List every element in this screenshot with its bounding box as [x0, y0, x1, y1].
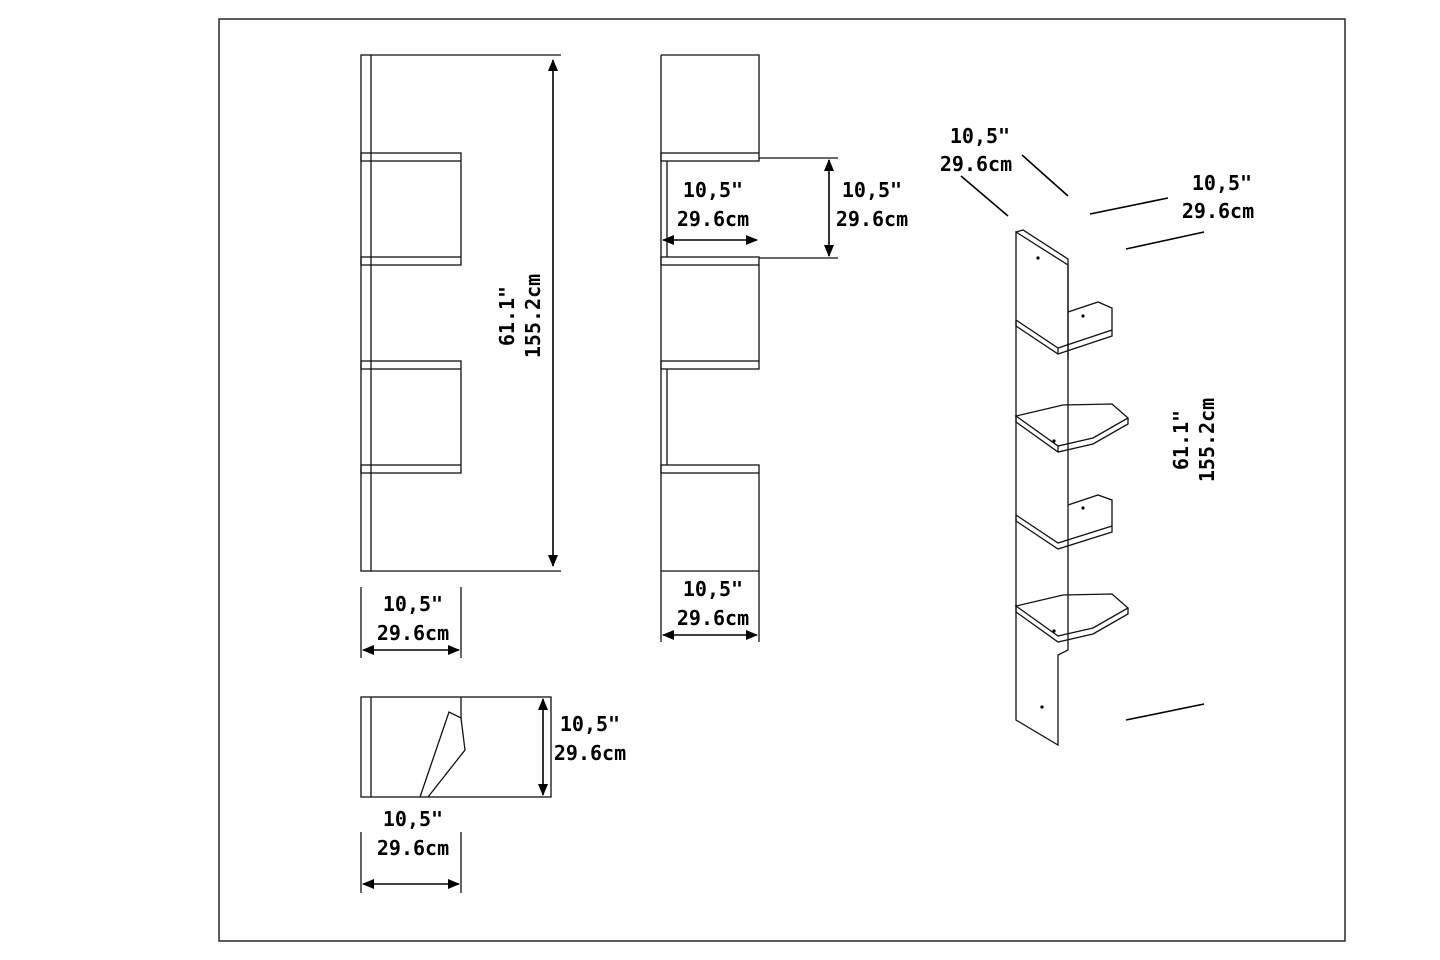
- isometric-view: [960, 154, 1205, 747]
- inner-width-inch-label: 10,5": [683, 178, 743, 202]
- plan-depth-cm-label: 29.6cm: [554, 741, 626, 765]
- height-inch-label: 61.1": [495, 286, 519, 346]
- height-cm-label: 155.2cm: [521, 274, 545, 358]
- width-inch-label: 10,5": [383, 592, 443, 616]
- drawing-frame: [218, 18, 1346, 942]
- inner-width-cm-label: 29.6cm: [677, 207, 749, 231]
- iso-height-cm-label: 155.2cm: [1195, 398, 1219, 482]
- plan-depth-inch-label: 10,5": [560, 712, 620, 736]
- front-elevation-view: [660, 54, 838, 642]
- front-width-inch-label: 10,5": [683, 577, 743, 601]
- plan-width-inch-label: 10,5": [383, 807, 443, 831]
- spacing-inch-label: 10,5": [842, 178, 902, 202]
- front-width-cm-label: 29.6cm: [677, 606, 749, 630]
- iso-right-cm-label: 29.6cm: [1182, 199, 1254, 223]
- plan-view: [360, 696, 552, 893]
- iso-right-inch-label: 10,5": [1192, 171, 1252, 195]
- dimension-labels: 61.1" 155.2cm 10,5" 29.6cm 10,5" 29.6cm …: [377, 124, 1254, 860]
- iso-left-cm-label: 29.6cm: [940, 152, 1012, 176]
- iso-left-inch-label: 10,5": [950, 124, 1010, 148]
- width-cm-label: 29.6cm: [377, 621, 449, 645]
- spacing-cm-label: 29.6cm: [836, 207, 908, 231]
- side-elevation-view: [360, 54, 561, 658]
- iso-height-inch-label: 61.1": [1169, 410, 1193, 470]
- plan-width-cm-label: 29.6cm: [377, 836, 449, 860]
